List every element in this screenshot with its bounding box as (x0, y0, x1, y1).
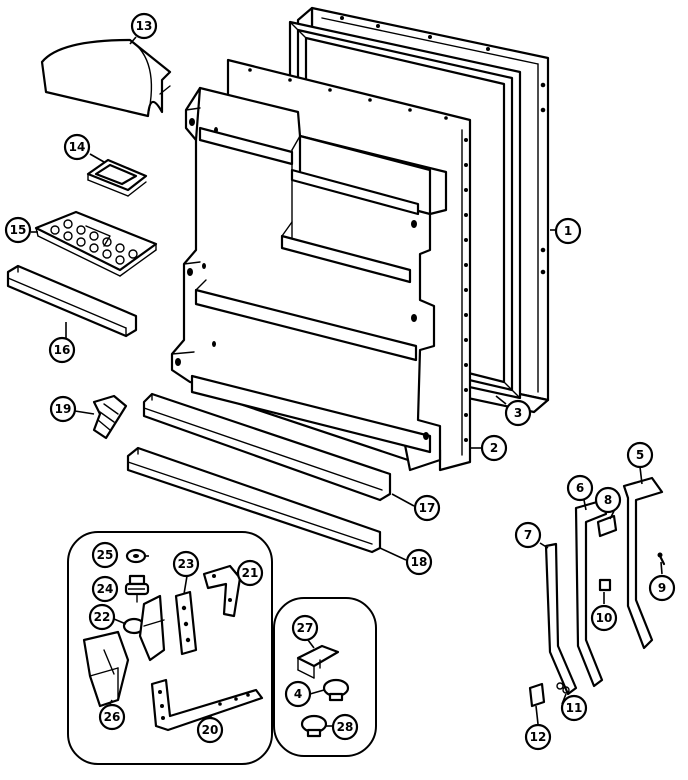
callout-label: 2 (490, 441, 498, 455)
callout-9: 9 (648, 574, 676, 602)
callout-8: 8 (594, 486, 622, 514)
callout-label: 10 (596, 611, 613, 625)
callout-label: 13 (136, 19, 153, 33)
callout-23: 23 (172, 550, 200, 578)
callout-26: 26 (98, 703, 126, 731)
callout-label: 28 (337, 720, 354, 734)
small-parts-group (273, 597, 377, 757)
callout-14: 14 (63, 133, 91, 161)
callout-5: 5 (626, 441, 654, 469)
callout-3: 3 (504, 399, 532, 427)
callout-label: 12 (530, 730, 547, 744)
callout-label: 18 (411, 555, 428, 569)
callout-label: 3 (514, 406, 522, 420)
callout-20: 20 (196, 716, 224, 744)
callout-label: 19 (55, 402, 72, 416)
callout-label: 6 (576, 481, 584, 495)
part-door-stop (92, 394, 128, 440)
part-door-liner (170, 58, 472, 472)
callout-18: 18 (405, 548, 433, 576)
callout-6: 6 (566, 474, 594, 502)
callout-11: 11 (560, 694, 588, 722)
callout-15: 15 (4, 216, 32, 244)
callout-label: 23 (178, 557, 195, 571)
callout-label: 9 (658, 581, 666, 595)
callout-21: 21 (236, 559, 264, 587)
part-upper-rail (142, 392, 392, 502)
callout-label: 15 (10, 223, 27, 237)
callout-1: 1 (554, 217, 582, 245)
part-hinge-straps (528, 476, 666, 708)
callout-label: 27 (297, 621, 314, 635)
callout-label: 14 (69, 140, 86, 154)
callout-12: 12 (524, 723, 552, 751)
part-egg-tray (34, 210, 158, 277)
callout-17: 17 (413, 494, 441, 522)
callout-16: 16 (48, 336, 76, 364)
callout-7: 7 (514, 521, 542, 549)
callout-27: 27 (291, 614, 319, 642)
callout-label: 16 (54, 343, 71, 357)
callout-22: 22 (88, 603, 116, 631)
callout-label: 24 (97, 582, 114, 596)
callout-24: 24 (91, 575, 119, 603)
callout-label: 7 (524, 528, 532, 542)
callout-4: 4 (284, 680, 312, 708)
part-butter-dish (86, 158, 148, 197)
callout-label: 25 (97, 548, 114, 562)
leader-lines (31, 36, 663, 727)
callout-2: 2 (480, 434, 508, 462)
callout-label: 17 (419, 501, 436, 515)
callout-label: 22 (94, 610, 111, 624)
part-dairy-cover (40, 38, 172, 118)
callout-19: 19 (49, 395, 77, 423)
callout-label: 8 (604, 493, 612, 507)
callout-28: 28 (331, 713, 359, 741)
callout-25: 25 (91, 541, 119, 569)
callout-label: 21 (242, 566, 259, 580)
hinge-kit-group (67, 531, 273, 765)
callout-13: 13 (130, 12, 158, 40)
callout-label: 26 (104, 710, 121, 724)
callout-label: 20 (202, 723, 219, 737)
callout-label: 5 (636, 448, 644, 462)
callout-label: 11 (566, 701, 583, 715)
callout-10: 10 (590, 604, 618, 632)
part-shelf-trim (6, 264, 138, 338)
callout-label: 4 (294, 687, 302, 701)
callout-label: 1 (564, 224, 572, 238)
